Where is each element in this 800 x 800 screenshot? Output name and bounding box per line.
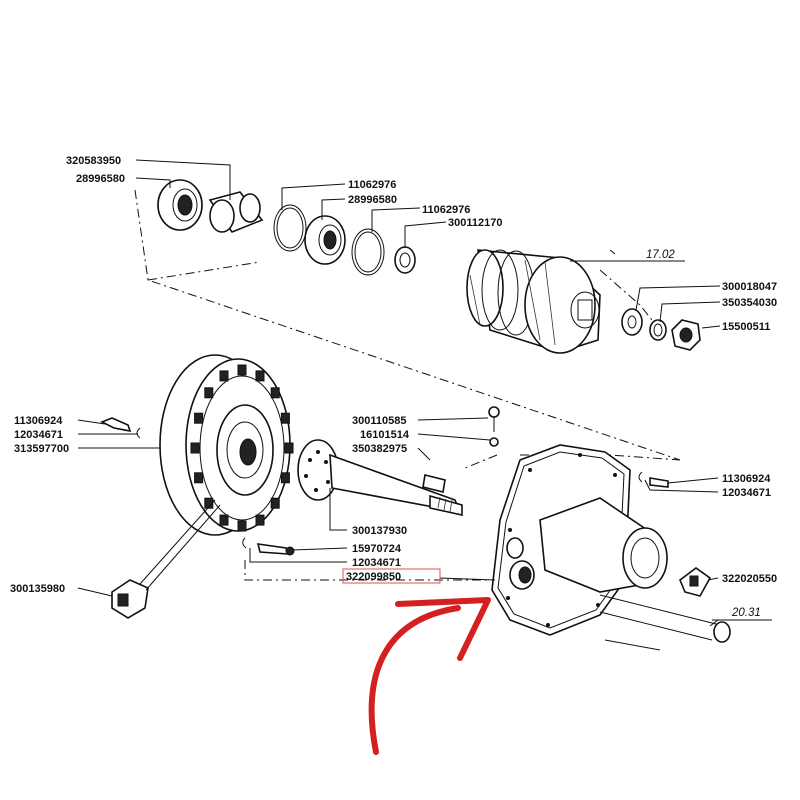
label-28996580-a: 28996580 xyxy=(76,173,125,185)
label-320583950: 320583950 xyxy=(66,155,121,167)
rubber-mount-300135980 xyxy=(111,499,221,619)
label-11306924-b: 11306924 xyxy=(722,473,771,485)
clutch-bolt xyxy=(237,364,247,376)
clutch-bolt xyxy=(219,514,229,526)
label-300110585: 300110585 xyxy=(352,415,406,427)
label-12034671-a: 12034671 xyxy=(14,429,63,441)
nut-15500511 xyxy=(671,319,701,351)
bolt-15970724 xyxy=(256,543,295,556)
label-ref-20-31: 20.31 xyxy=(731,607,761,619)
bearing-28996580-left xyxy=(157,179,203,231)
label-15970724: 15970724 xyxy=(352,543,402,555)
label-300137930: 300137930 xyxy=(352,525,407,537)
pin-322020550 xyxy=(679,567,712,597)
label-12034671-c: 12034671 xyxy=(352,557,401,569)
label-350382975: 350382975 xyxy=(352,443,407,455)
clutch-bolt xyxy=(219,370,229,382)
clutch-bolt xyxy=(194,412,204,424)
shaft-300137930 xyxy=(297,439,463,516)
red-annotation-arrow xyxy=(368,597,491,755)
washer-16101514 xyxy=(489,437,499,447)
label-11306924-a: 11306924 xyxy=(14,415,63,427)
clutch-bolt xyxy=(237,520,247,532)
label-ref-17-02: 17.02 xyxy=(646,249,675,261)
label-322020550: 322020550 xyxy=(722,573,777,585)
highlight-box-322099850 xyxy=(342,568,441,584)
clutch-housing-313597700 xyxy=(159,354,291,536)
clutch-bolt xyxy=(204,387,214,399)
clutch-drum-17-02 xyxy=(466,249,601,354)
cover-boss xyxy=(506,497,668,593)
label-28996580-b: 28996580 xyxy=(348,194,397,206)
shaft-20-31 xyxy=(599,594,731,651)
bolt-11306924-left xyxy=(100,417,132,433)
clutch-bolt xyxy=(284,442,294,454)
clutch-bolt xyxy=(270,497,280,509)
snap-ring-11062976-right xyxy=(351,228,385,276)
bolt-11306924-right xyxy=(649,477,669,488)
circlip-12034671-right xyxy=(638,471,643,483)
label-322099850: 322099850 xyxy=(346,571,401,583)
snap-ring-11062976-left xyxy=(273,204,307,252)
bolt-300110585 xyxy=(488,406,500,432)
label-350354030: 350354030 xyxy=(722,297,777,309)
label-300018047: 300018047 xyxy=(722,281,777,293)
circlip-12034671-left xyxy=(136,427,141,439)
clutch-bolt xyxy=(190,442,200,454)
lock-washer-350354030 xyxy=(649,319,667,341)
part-labels: 320583950 28996580 11062976 28996580 110… xyxy=(10,155,777,621)
label-12034671-b: 12034671 xyxy=(722,487,771,499)
bearing-28996580-right xyxy=(304,215,346,265)
clutch-bolt xyxy=(270,387,280,399)
label-15500511: 15500511 xyxy=(722,321,770,333)
clutch-bolt xyxy=(280,472,290,484)
leader-lines xyxy=(77,159,721,627)
label-11062976-a: 11062976 xyxy=(348,179,396,191)
label-11062976-b: 11062976 xyxy=(422,204,470,216)
label-313597700: 313597700 xyxy=(14,443,69,455)
key-350382975 xyxy=(422,474,446,493)
label-300112170: 300112170 xyxy=(448,217,502,229)
label-300135980: 300135980 xyxy=(10,583,65,595)
clutch-bolt xyxy=(255,370,265,382)
spacer-sleeve-320583950 xyxy=(208,191,264,233)
clutch-bolt xyxy=(194,472,204,484)
label-16101514: 16101514 xyxy=(360,429,410,441)
clutch-bolt-ring xyxy=(190,364,294,532)
clutch-bolt xyxy=(280,412,290,424)
washer-300112170 xyxy=(394,246,416,274)
clutch-bolt xyxy=(255,514,265,526)
washer-300018047 xyxy=(621,308,643,336)
circlip-12034671-bottom xyxy=(242,537,247,549)
